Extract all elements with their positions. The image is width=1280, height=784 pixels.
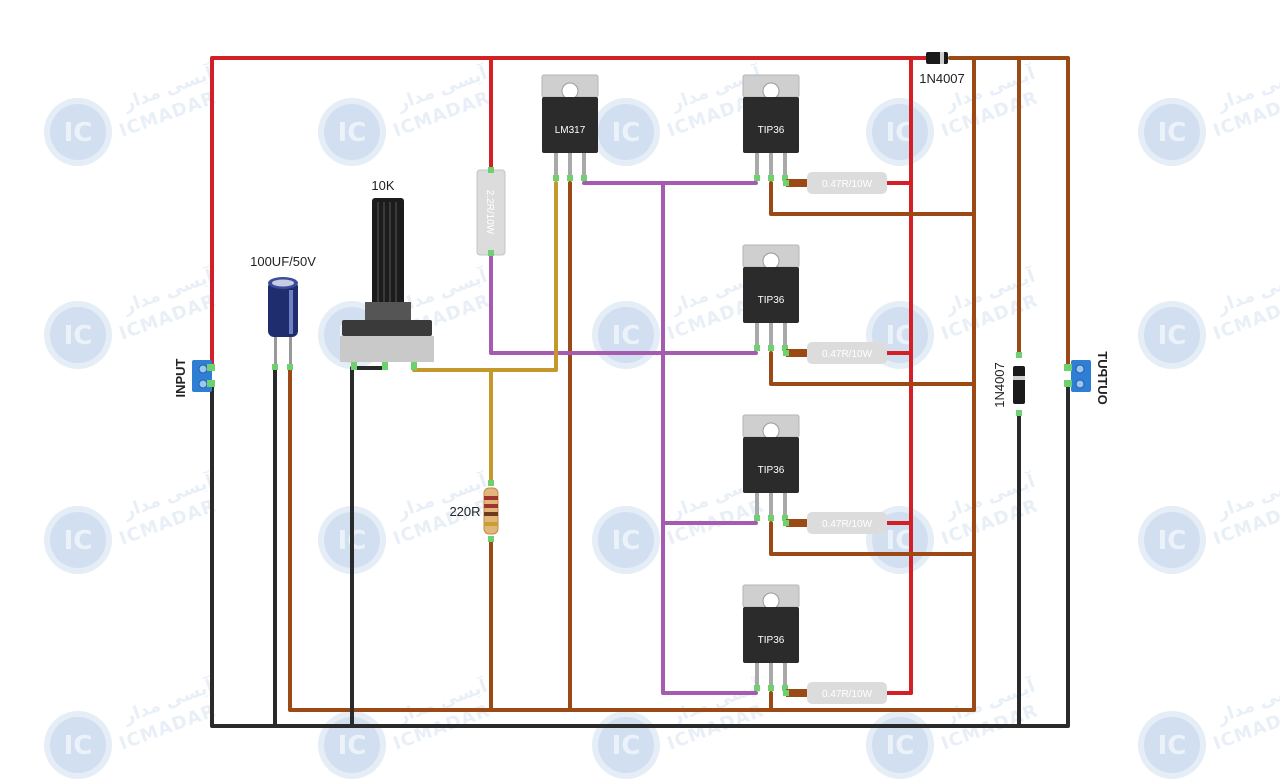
watermark-badge-text: IC [338, 118, 367, 148]
resistor-220r [483, 480, 499, 542]
tip36-transistor-2-label: TIP36 [758, 295, 785, 306]
watermark-badge-text: IC [64, 118, 93, 148]
wire-brown-top-out [948, 56, 1070, 370]
power-resistors: 0.47R/10W 0.47R/10W 0.47R/10W 0.47R/10W [783, 172, 887, 704]
wire-red-input-top [210, 56, 928, 370]
wire-purple-base [489, 248, 758, 355]
power-resistor-2-label: 0.47R/10W [822, 349, 873, 360]
output-terminal [1064, 360, 1091, 392]
resistor-220-label: 220R [449, 504, 480, 519]
output-label: OUTPUT [1095, 351, 1110, 405]
power-resistor-2: 0.47R/10W [783, 342, 887, 364]
tip36-transistor-4: TIP36 [742, 584, 800, 691]
resistor-2.2r-label: 2.2R/10W [484, 190, 495, 235]
watermark-badge-text: IC [886, 731, 915, 761]
lm317-regulator-label: LM317 [555, 125, 586, 136]
potentiometer-label: 10K [371, 178, 394, 193]
watermark-badge-text: IC [64, 731, 93, 761]
power-resistor-4: 0.47R/10W [783, 682, 887, 704]
watermark-badge-text: IC [338, 731, 367, 761]
diode-top-label: 1N4007 [919, 71, 965, 86]
diode-side [1013, 352, 1025, 416]
watermark-badge-text: IC [1158, 118, 1187, 148]
tip36-transistor-2: TIP36 [742, 244, 800, 351]
power-resistor-4-label: 0.47R/10W [822, 689, 873, 700]
wire-brown-c2 [769, 351, 976, 386]
junction-dots [488, 167, 494, 256]
watermark-badge-text: IC [64, 321, 93, 351]
input-label: INPUT [173, 358, 188, 397]
input-terminal [192, 360, 215, 392]
watermark-badge-text: IC [1158, 731, 1187, 761]
diode-side-label: 1N4007 [992, 362, 1007, 408]
wire-brown-bottom-bus [288, 366, 976, 712]
watermark-badge-text: IC [64, 526, 93, 556]
wire-brown-c3 [769, 521, 976, 556]
watermark-badge-text: IC [612, 731, 641, 761]
tip36-transistor-1: TIP36 [742, 74, 800, 181]
power-resistor-3-label: 0.47R/10W [822, 519, 873, 530]
capacitor-label: 100UF/50V [250, 254, 316, 269]
wire-black-ground [210, 382, 1070, 728]
watermark-badge-text: IC [1158, 526, 1187, 556]
diode-top [926, 52, 948, 64]
wire-purple-vert [661, 181, 758, 695]
tip36-transistor-4-label: TIP36 [758, 635, 785, 646]
wire-brown-c1 [769, 181, 976, 216]
watermark-badge-text: IC [612, 118, 641, 148]
watermark-badge-text: IC [1158, 321, 1187, 351]
power-resistor-1-label: 0.47R/10W [822, 179, 873, 190]
wires [210, 56, 1070, 728]
tip36-transistor-3: TIP36 [742, 414, 800, 521]
tip36-transistor-1-label: TIP36 [758, 125, 785, 136]
watermark-badge-text: IC [612, 321, 641, 351]
potentiometer-10k [340, 198, 434, 370]
lm317-regulator: LM317 [541, 74, 599, 181]
power-resistor-1: 0.47R/10W [783, 172, 887, 194]
tip36-transistor-3-label: TIP36 [758, 465, 785, 476]
capacitor-100uf [268, 277, 298, 370]
power-resistor-3: 0.47R/10W [783, 512, 887, 534]
watermark-badge-text: IC [612, 526, 641, 556]
resistor-2.2r: 2.2R/10W [476, 169, 506, 256]
wire-yellow-adj [412, 181, 558, 372]
